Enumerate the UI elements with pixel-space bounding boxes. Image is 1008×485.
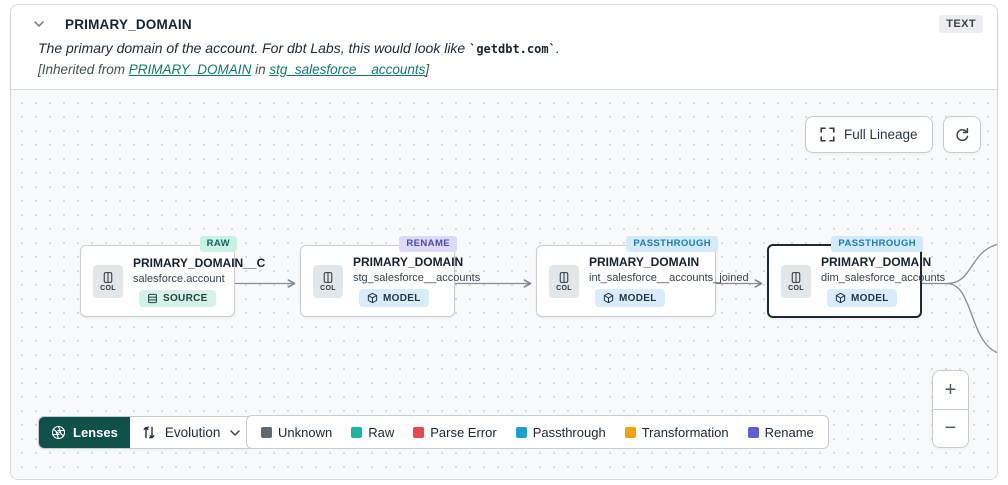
lineage-node-staging[interactable]: RENAME COL PRIMARY_DOMAIN stg_salesforce…: [300, 236, 481, 317]
canvas-toolbar: Full Lineage: [805, 116, 981, 153]
fullscreen-icon: [820, 127, 835, 142]
refresh-button[interactable]: [942, 116, 981, 153]
node-model-name: salesforce.account: [133, 272, 225, 285]
inherited-column-link[interactable]: PRIMARY_DOMAIN: [128, 62, 252, 77]
lineage-node-intermediate[interactable]: PASSTHROUGH COL PRIMARY_DOMAIN int_sales…: [536, 236, 749, 317]
column-description: The primary domain of the account. For d…: [38, 40, 560, 56]
column-chip: COL: [549, 264, 579, 298]
column-icon: [323, 271, 333, 283]
source-icon: [148, 293, 157, 303]
inherited-note: [Inherited from PRIMARY_DOMAIN in stg_sa…: [38, 62, 430, 77]
column-type-badge: TEXT: [939, 15, 983, 33]
model-icon: [603, 292, 614, 304]
lens-tag: RAW: [199, 236, 237, 252]
model-icon: [367, 292, 378, 304]
column-icon: [559, 271, 569, 283]
model-icon: [835, 292, 846, 304]
lineage-canvas[interactable]: Full Lineage RAW COL PRIMARY_DOMAIN__C s…: [11, 89, 997, 479]
legend-swatch: [351, 426, 363, 438]
column-icon: [791, 271, 801, 283]
column-chip: COL: [93, 264, 123, 298]
lens-dropdown[interactable]: Evolution: [129, 417, 254, 448]
lenses-label: Lenses: [73, 425, 118, 440]
lens-legend: Unknown Raw Parse Error Passthrough Tran…: [246, 415, 829, 449]
collapse-chevron-icon[interactable]: [31, 16, 47, 32]
resource-badge: MODEL: [827, 289, 897, 307]
resource-badge: MODEL: [359, 289, 429, 307]
chevron-down-icon: [230, 429, 241, 436]
node-model-name: int_salesforce__accounts_joined: [589, 272, 749, 284]
selected-lens-label: Evolution: [164, 425, 221, 440]
legend-item: Passthrough: [515, 425, 606, 440]
column-icon: [103, 271, 113, 283]
node-column-name: PRIMARY_DOMAIN: [821, 255, 932, 269]
legend-item: Unknown: [261, 425, 332, 440]
lens-tag: RENAME: [399, 236, 457, 252]
resource-badge: MODEL: [595, 289, 665, 307]
full-lineage-button[interactable]: Full Lineage: [805, 116, 933, 153]
column-lineage-panel: PRIMARY_DOMAIN TEXT The primary domain o…: [10, 4, 998, 480]
inherited-model-link[interactable]: stg_salesforce__accounts: [269, 62, 426, 77]
legend-swatch: [261, 426, 272, 438]
zoom-controls: + −: [932, 370, 969, 448]
legend-swatch: [747, 426, 759, 438]
resource-badge: SOURCE: [139, 289, 216, 307]
legend-swatch: [624, 426, 636, 438]
lineage-node-dim-selected[interactable]: PASSTHROUGH COL PRIMARY_DOMAIN dim_sales…: [767, 236, 946, 318]
lenses-button[interactable]: Lenses: [39, 417, 130, 448]
column-header: PRIMARY_DOMAIN TEXT The primary domain o…: [11, 5, 997, 89]
column-chip: COL: [781, 264, 811, 298]
legend-swatch: [515, 426, 527, 438]
zoom-in-button[interactable]: +: [933, 371, 968, 409]
refresh-icon: [955, 127, 968, 141]
column-chip: COL: [313, 264, 343, 298]
aperture-icon: [51, 425, 66, 440]
zoom-out-button[interactable]: −: [933, 409, 968, 447]
legend-item: Rename: [747, 425, 814, 440]
node-model-name: stg_salesforce__accounts: [353, 272, 481, 284]
node-column-name: PRIMARY_DOMAIN: [353, 255, 464, 269]
node-column-name: PRIMARY_DOMAIN: [589, 255, 700, 269]
node-model-name: dim_salesforce_accounts: [821, 272, 946, 284]
legend-item: Raw: [351, 425, 394, 440]
column-title: PRIMARY_DOMAIN: [65, 16, 192, 32]
inline-code: `getdbt.com`: [469, 42, 556, 56]
lenses-control: Lenses Evolution: [38, 416, 255, 449]
lineage-node-source[interactable]: RAW COL PRIMARY_DOMAIN__C salesforce.acc…: [80, 236, 266, 317]
node-column-name: PRIMARY_DOMAIN__C: [133, 255, 266, 270]
evolution-lens-icon: [143, 426, 155, 439]
lens-tag: PASSTHROUGH: [626, 236, 718, 252]
full-lineage-label: Full Lineage: [844, 127, 918, 142]
lens-tag: PASSTHROUGH: [831, 236, 923, 252]
legend-item: Parse Error: [413, 425, 497, 440]
legend-swatch: [413, 426, 425, 438]
legend-item: Transformation: [624, 425, 729, 440]
